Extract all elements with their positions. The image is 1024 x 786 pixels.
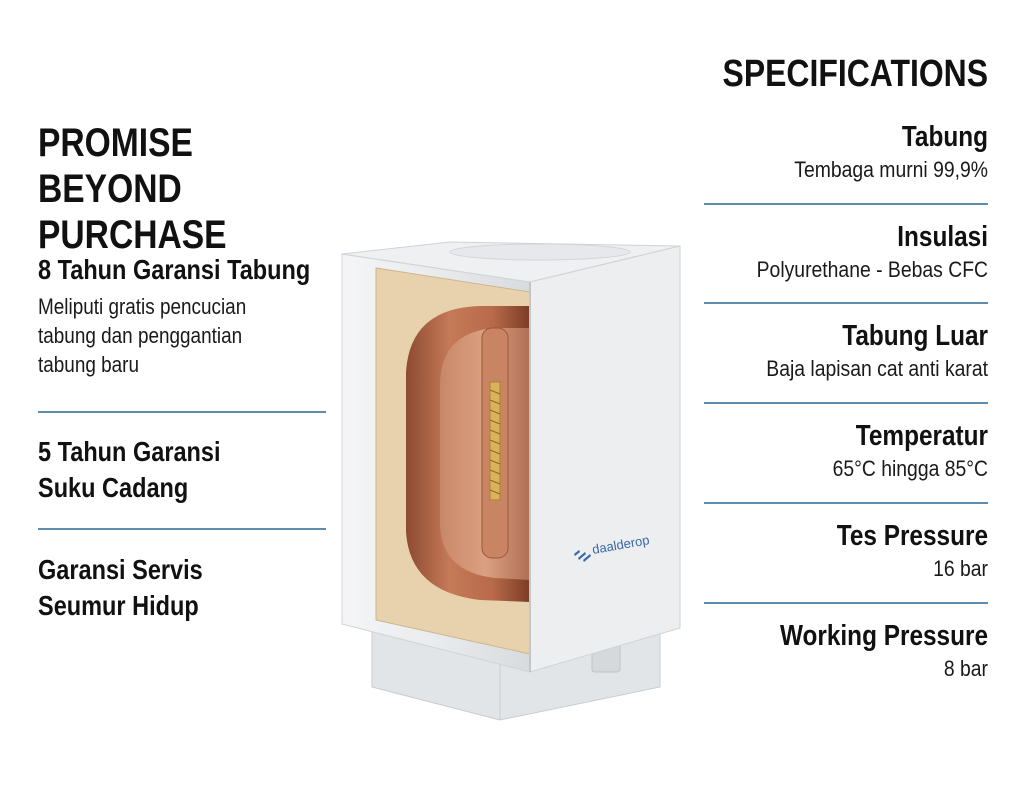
warranty-title: 5 Tahun Garansi Suku Cadang xyxy=(38,436,221,503)
spec-temperatur: Temperatur 65°C hingga 85°C xyxy=(688,419,988,483)
spec-insulasi: Insulasi Polyurethane - Bebas CFC xyxy=(688,220,988,284)
spec-label: Working Pressure xyxy=(779,620,988,652)
divider xyxy=(38,528,326,530)
promise-title-text: PROMISE BEYOND PURCHASE xyxy=(38,121,227,257)
divider xyxy=(704,203,988,205)
brand-logo-icon xyxy=(574,550,591,562)
warranty-block-spareparts: 5 Tahun Garansi Suku Cadang xyxy=(38,434,378,506)
warranty-block-service: Garansi Servis Seumur Hidup xyxy=(38,552,378,624)
spec-label: Tabung Luar xyxy=(842,320,988,352)
spec-tabung-luar: Tabung Luar Baja lapisan cat anti karat xyxy=(688,319,988,383)
promise-title: PROMISE BEYOND PURCHASE xyxy=(38,120,374,258)
spec-working-pressure: Working Pressure 8 bar xyxy=(688,619,988,683)
warranty-block-tank: 8 Tahun Garansi Tabung Meliputi gratis p… xyxy=(38,252,378,379)
warranty-title: Garansi Servis Seumur Hidup xyxy=(38,554,203,621)
spec-label: Tabung xyxy=(901,121,988,153)
divider xyxy=(704,402,988,404)
specifications-title: SPECIFICATIONS xyxy=(722,53,988,95)
casing-right-side xyxy=(529,245,681,673)
divider xyxy=(704,502,988,504)
divider xyxy=(704,302,988,304)
heating-element xyxy=(481,327,509,559)
warranty-description: Meliputi gratis pencucian tabung dan pen… xyxy=(38,294,247,377)
warranty-title: 8 Tahun Garansi Tabung xyxy=(38,254,311,285)
divider xyxy=(38,411,326,413)
spec-label: Temperatur xyxy=(855,420,988,452)
spec-value: Polyurethane - Bebas CFC xyxy=(756,257,988,282)
spec-value: Tembaga murni 99,9% xyxy=(794,157,988,182)
spec-tabung: Tabung Tembaga murni 99,9% xyxy=(688,120,988,184)
spec-value: 8 bar xyxy=(943,656,988,681)
divider xyxy=(704,602,988,604)
spec-value: Baja lapisan cat anti karat xyxy=(766,356,988,381)
spec-tes-pressure: Tes Pressure 16 bar xyxy=(688,519,988,583)
spec-label: Tes Pressure xyxy=(836,520,988,552)
spec-value: 16 bar xyxy=(933,556,988,581)
spec-value: 65°C hingga 85°C xyxy=(832,456,988,481)
water-heater-illustration: daalderop xyxy=(341,241,681,721)
spec-label: Insulasi xyxy=(897,221,988,253)
